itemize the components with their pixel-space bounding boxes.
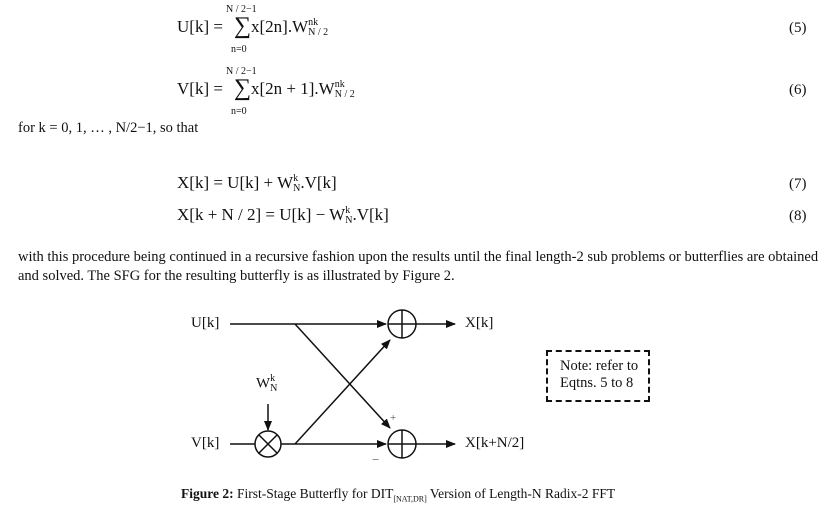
minus-sign: − <box>372 452 380 467</box>
equation-number-6: (6) <box>789 82 807 98</box>
note-box: Note: refer to Eqtns. 5 to 8 <box>546 350 650 402</box>
caption-text-2: Version of Length-N Radix-2 FFT <box>426 486 616 501</box>
caption-subscript: [NAT,DR] <box>393 494 427 504</box>
equation-6-lhs: V[k] = <box>177 79 223 98</box>
caption-label: Figure 2: <box>181 486 234 501</box>
output-xk-label: X[k] <box>465 315 494 331</box>
exponent: nk <box>334 79 345 91</box>
plus-sign: + <box>390 412 397 424</box>
subscript: N / 2 <box>334 89 355 101</box>
input-v-label: V[k] <box>191 435 220 451</box>
exponent: k <box>293 173 299 185</box>
note-line-1: Note: refer to <box>560 358 639 374</box>
equation-8-rest: .V[k] <box>352 205 389 224</box>
equation-8-lhs: X[k + N / 2] = U[k] − W <box>177 205 346 224</box>
paragraph-line-2: and solved. The SFG for the resulting bu… <box>18 268 455 284</box>
twiddle-sup: k <box>270 373 276 384</box>
subscript: N <box>345 215 353 227</box>
equation-number-5: (5) <box>789 20 807 36</box>
note-line-2: Eqtns. 5 to 8 <box>560 375 634 391</box>
for-k-text: for k = 0, 1, … , N/2−1, so that <box>18 120 199 136</box>
equation-5-lhs: U[k] = <box>177 17 223 36</box>
equation-number-7: (7) <box>789 176 807 192</box>
multiplier-icon <box>254 430 282 458</box>
subscript: N / 2 <box>308 27 329 39</box>
subscript: N <box>293 183 301 195</box>
equation-6-term: x[2n + 1].W <box>251 79 335 98</box>
cross-down-branch <box>294 323 391 429</box>
top-adder-icon <box>387 309 417 339</box>
bottom-adder-icon <box>387 429 417 459</box>
equation-5-upper-limit: N / 2−1 <box>226 4 257 15</box>
output-xkn2-label: X[k+N/2] <box>465 435 525 451</box>
equation-7-rest: .V[k] <box>300 173 337 192</box>
equation-7-lhs: X[k] = U[k] + W <box>177 173 294 192</box>
exponent: nk <box>308 17 319 29</box>
summation-sign: ∑ <box>234 75 252 101</box>
summation-sign: ∑ <box>234 13 252 39</box>
equation-6-upper-limit: N / 2−1 <box>226 66 257 77</box>
caption-text-1: First-Stage Butterfly for DIT <box>233 486 394 501</box>
equation-5-term: x[2n].W <box>251 17 309 36</box>
figure-caption: Figure 2: First-Stage Butterfly for DIT[… <box>181 486 616 504</box>
input-u-label: U[k] <box>191 315 220 331</box>
exponent: k <box>345 205 351 217</box>
cross-up-branch <box>294 339 391 445</box>
twiddle-sub: N <box>270 383 278 394</box>
equation-6-lower-limit: n=0 <box>231 106 247 117</box>
equation-5-lower-limit: n=0 <box>231 44 247 55</box>
twiddle-base: W <box>256 375 271 392</box>
paragraph-line-1: with this procedure being continued in a… <box>18 249 819 265</box>
equation-number-8: (8) <box>789 208 807 224</box>
